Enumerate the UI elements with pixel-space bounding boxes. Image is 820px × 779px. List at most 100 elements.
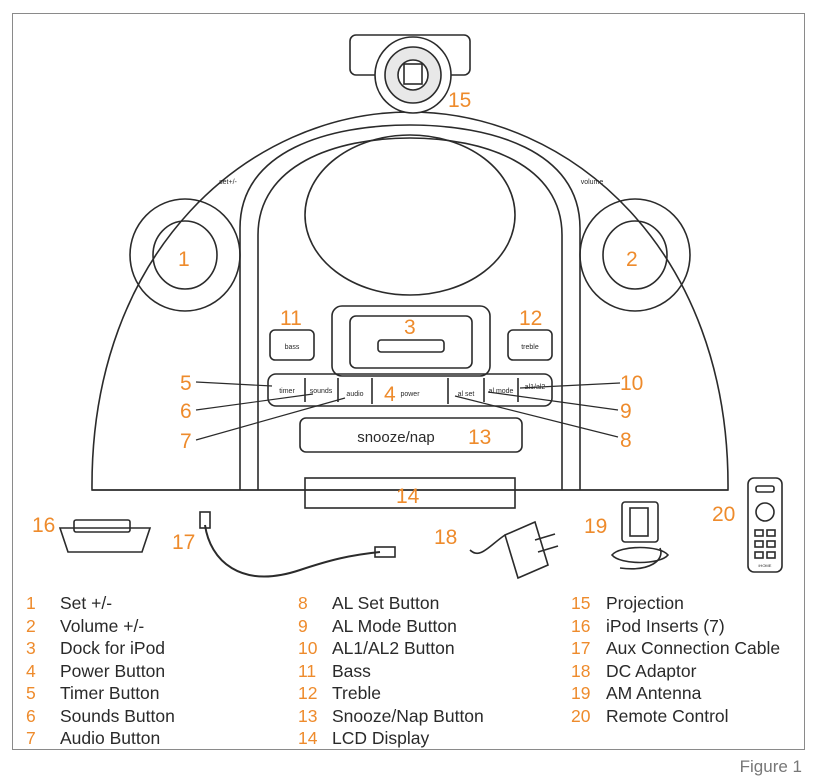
leader-9	[487, 391, 619, 411]
legend-number: 10	[298, 638, 318, 658]
legend-label: Bass	[332, 660, 371, 681]
callout-15: 15	[448, 89, 471, 112]
leader-5	[195, 381, 273, 387]
power-label: power	[400, 391, 420, 398]
leader-6	[195, 393, 314, 411]
legend-item: 12 Treble	[298, 682, 484, 705]
leader-7	[195, 397, 346, 441]
callout-10: 10	[620, 372, 643, 395]
button-row	[267, 373, 553, 407]
legend-number: 4	[26, 660, 36, 681]
legend-item: 19 AM Antenna	[571, 682, 780, 705]
callout-19: 19	[584, 515, 607, 538]
legend-number: 9	[298, 615, 308, 636]
callout-20: 20	[712, 503, 735, 526]
timer-label: timer	[279, 388, 295, 395]
volume-knob	[579, 198, 691, 312]
legend-label: Set +/-	[60, 593, 113, 613]
legend-label: Remote Control	[606, 705, 729, 726]
volume-label: volume	[581, 179, 604, 186]
snooze-bar	[299, 417, 523, 453]
legend-number: 13	[298, 705, 318, 726]
legend-item: 7 Audio Button	[26, 727, 175, 750]
legend-item: 11 Bass	[298, 660, 484, 683]
leader-8	[454, 395, 619, 438]
legend-label: Projection	[606, 593, 684, 613]
dc-adaptor	[504, 520, 549, 580]
legend-number: 18	[571, 660, 591, 681]
legend-number: 7	[26, 728, 36, 748]
legend-label: AL Set Button	[332, 593, 440, 613]
al1-al2-label: al1/al2	[525, 384, 546, 391]
legend-number: 14	[298, 728, 318, 748]
callout-9: 9	[620, 400, 632, 423]
legend-number: 2	[26, 615, 36, 636]
ipod-insert	[58, 527, 152, 553]
legend-label: DC Adaptor	[606, 660, 697, 681]
legend-label: Volume +/-	[60, 615, 145, 636]
callout-14: 14	[396, 485, 420, 508]
legend-label: Snooze/Nap Button	[332, 705, 484, 726]
diagram-frame	[12, 13, 805, 750]
legend-item: 20 Remote Control	[571, 705, 780, 728]
al-mode-label: al mode	[489, 388, 514, 395]
legend-number: 6	[26, 705, 36, 726]
device-diagram: set+/- volume bass treble timer sounds a…	[32, 34, 783, 580]
legend-label: Aux Connection Cable	[606, 638, 781, 658]
aux-cable	[204, 524, 381, 578]
legend-item: 9 AL Mode Button	[298, 615, 484, 638]
callout-11: 11	[280, 307, 302, 330]
legend-item: 18 DC Adaptor	[571, 660, 780, 683]
callout-6: 6	[180, 400, 192, 423]
legend-label: Dock for iPod	[60, 638, 166, 658]
callout-8: 8	[620, 429, 632, 452]
legend-item: 2 Volume +/-	[26, 615, 175, 638]
bass-label: bass	[285, 344, 300, 351]
legend-number: 11	[298, 660, 317, 681]
legend-label: Sounds Button	[60, 705, 175, 726]
legend-number: 3	[26, 638, 36, 658]
legend-number: 5	[26, 683, 36, 703]
legend-label: Audio Button	[60, 728, 161, 748]
legend-label: LCD Display	[332, 728, 430, 748]
lcd-display	[304, 477, 516, 509]
sounds-label: sounds	[310, 388, 333, 395]
legend-number: 12	[298, 683, 318, 703]
legend-label: iPod Inserts (7)	[606, 615, 725, 636]
callout-1: 1	[178, 248, 190, 271]
legend-number: 19	[571, 683, 591, 703]
callout-16: 16	[32, 514, 55, 537]
callout-3: 3	[404, 316, 416, 339]
callout-12: 12	[519, 307, 542, 330]
treble-button-shape	[507, 329, 553, 361]
legend-label: Treble	[332, 683, 381, 703]
legend-number: 8	[298, 593, 308, 613]
callout-5: 5	[180, 372, 192, 395]
legend-item: 6 Sounds Button	[26, 705, 175, 728]
top-recess	[304, 134, 516, 296]
legend-item: 14 LCD Display	[298, 727, 484, 750]
callout-17: 17	[172, 531, 195, 554]
legend-number: 20	[571, 705, 591, 726]
al-set-label: al set	[458, 391, 475, 398]
callout-4: 4	[384, 383, 396, 406]
treble-label: treble	[521, 344, 539, 351]
set-label: set+/-	[219, 179, 237, 186]
front-panel	[239, 124, 581, 490]
audio-label: audio	[346, 391, 363, 398]
figure-caption: Figure 1	[739, 757, 802, 776]
snooze-label: snooze/nap	[357, 429, 435, 446]
legend-label: AL Mode Button	[332, 615, 457, 636]
ipod-dock	[331, 305, 491, 377]
legend-item: 3 Dock for iPod	[26, 637, 175, 660]
legend-item: 8 AL Set Button	[298, 592, 484, 615]
legend-label: AM Antenna	[606, 683, 702, 703]
